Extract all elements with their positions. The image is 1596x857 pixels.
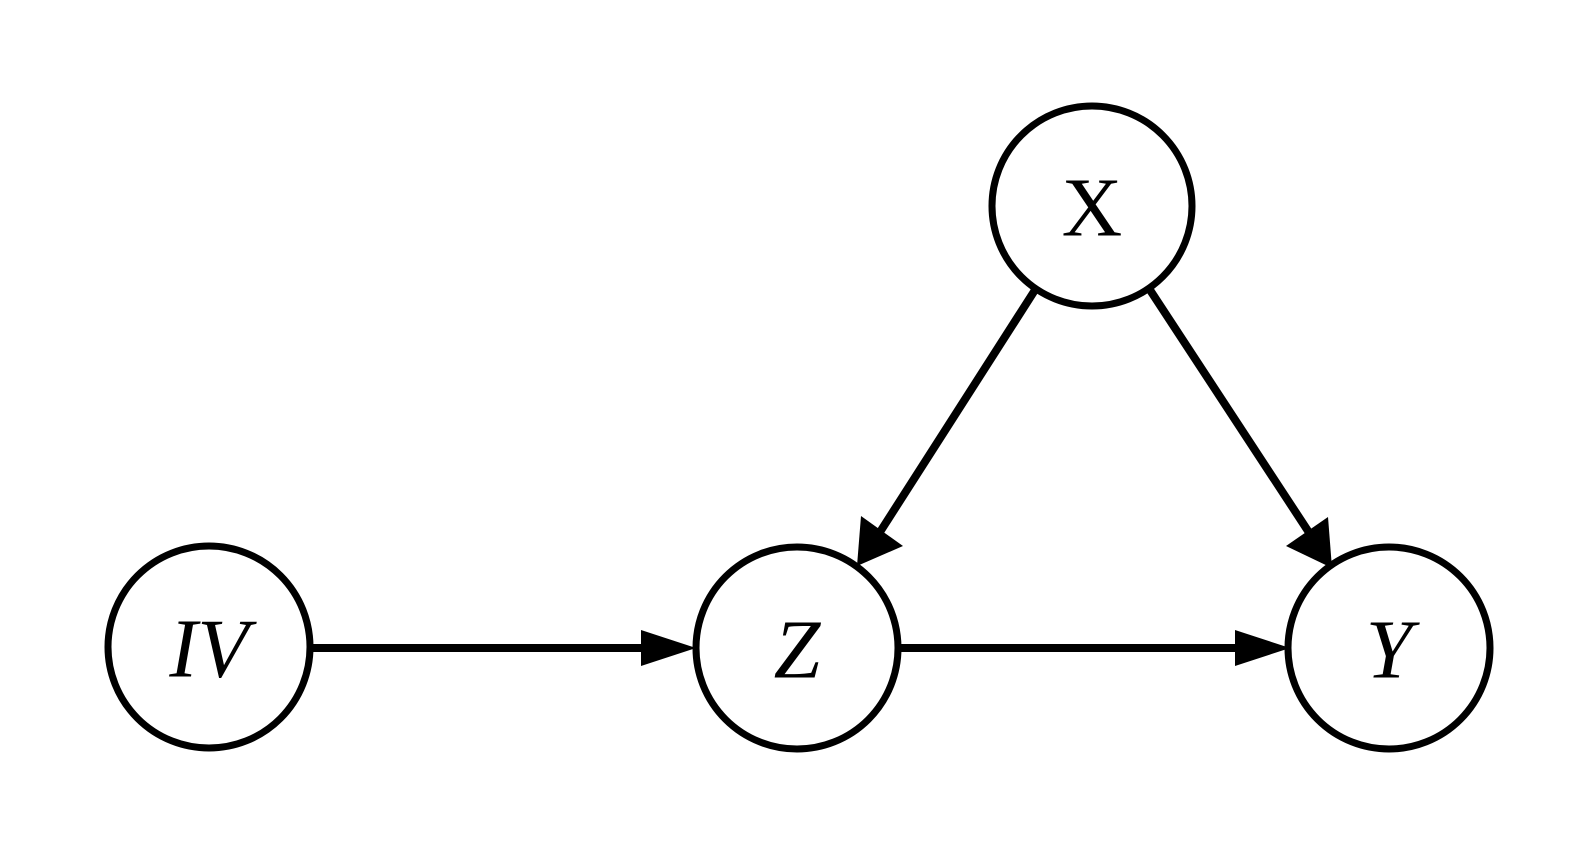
node-x[interactable]: X [988,102,1196,310]
edge-x-to-y-arrowhead [1286,517,1332,568]
node-group: IV Z X Y [104,102,1494,753]
node-iv-circle [104,542,314,752]
edge-z-to-y[interactable] [898,630,1290,666]
edge-x-to-z-arrowhead [857,516,903,566]
node-z-label: Z [774,604,822,697]
node-x-label: X [1062,162,1123,255]
edge-z-to-y-arrowhead [1235,630,1290,666]
edge-x-to-y-shaft [1146,287,1314,537]
edge-x-to-z-shaft [876,287,1039,535]
node-z-circle [692,543,902,753]
edge-iv-to-z[interactable] [310,630,696,666]
node-z[interactable]: Z [692,543,902,753]
node-y-circle [1284,543,1494,753]
edge-group [310,287,1332,666]
edge-x-to-z[interactable] [857,287,1039,566]
edge-iv-to-z-arrowhead [641,630,696,666]
node-y[interactable]: Y [1284,543,1494,753]
node-x-circle [988,102,1196,310]
node-iv-label: IV [168,603,257,696]
edge-x-to-y[interactable] [1146,287,1332,568]
node-y-label: Y [1366,604,1421,697]
node-iv[interactable]: IV [104,542,314,752]
